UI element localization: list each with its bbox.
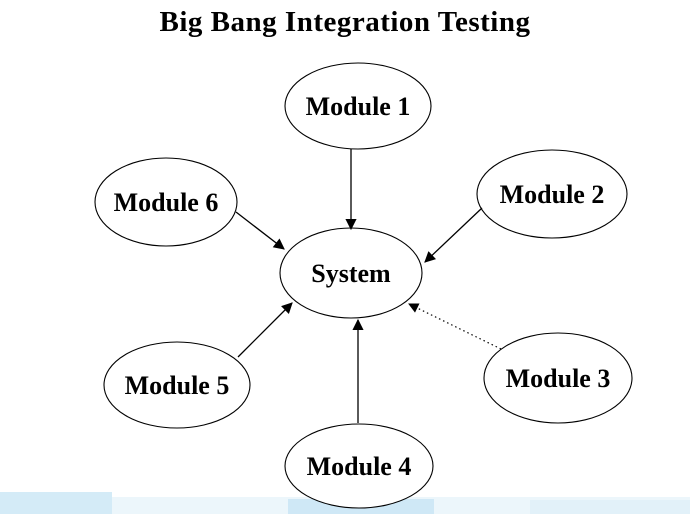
edge-module5-to-system	[237, 302, 293, 358]
bottom-strip-patch-left	[0, 492, 112, 514]
node-module-5-ellipse	[103, 341, 251, 429]
node-module-6-label: Module 6	[114, 188, 219, 217]
node-module-3-ellipse	[483, 332, 633, 424]
node-module-3: Module 3	[483, 332, 633, 424]
node-module-5-label: Module 5	[125, 371, 230, 400]
node-module-1-label: Module 1	[306, 92, 411, 121]
node-system: System	[279, 227, 423, 319]
edge-module2-to-system	[424, 207, 483, 263]
edge-module6-to-system	[235, 211, 285, 250]
diagram-title: Big Bang Integration Testing	[159, 6, 531, 38]
node-module-4-ellipse	[284, 423, 434, 509]
edge-module3-to-system-dotted	[408, 303, 502, 350]
node-system-label: System	[311, 259, 391, 288]
bottom-strip-patch-right	[530, 500, 690, 514]
node-module-4: Module 4	[284, 423, 434, 509]
node-module-1: Module 1	[284, 62, 432, 150]
node-module-6: Module 6	[94, 157, 238, 247]
node-module-2-ellipse	[476, 149, 628, 239]
node-module-2: Module 2	[476, 149, 628, 239]
node-module-4-label: Module 4	[307, 452, 412, 481]
node-module-6-ellipse	[94, 157, 238, 247]
node-module-2-label: Module 2	[500, 180, 605, 209]
node-module-1-ellipse	[284, 62, 432, 150]
node-module-3-label: Module 3	[506, 364, 611, 393]
node-module-5: Module 5	[103, 341, 251, 429]
